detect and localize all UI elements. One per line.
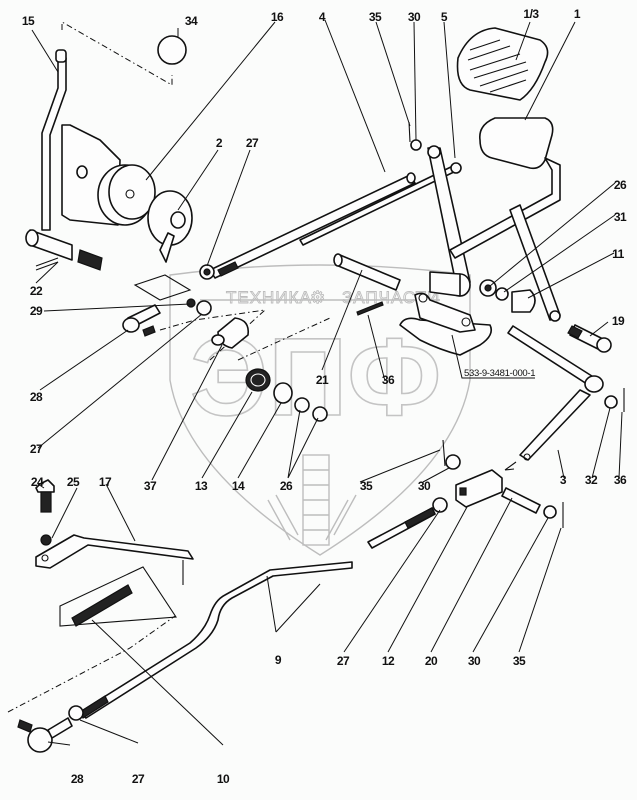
part-20-pin bbox=[501, 487, 541, 514]
part-1-3-pedal-pad bbox=[456, 27, 549, 101]
part-9-rod bbox=[79, 507, 436, 719]
callout-30: 30 bbox=[408, 10, 421, 24]
part-12-clevis bbox=[455, 469, 503, 508]
part-15-lever-rod bbox=[25, 49, 103, 271]
callout-36: 36 bbox=[614, 473, 627, 487]
callouts: 15 34 16 4 35 30 5 1/3 1 2 27 26 31 11 2… bbox=[22, 7, 628, 786]
part-17-bracket bbox=[35, 534, 194, 569]
callout-27: 27 bbox=[246, 136, 259, 150]
callout-36: 36 bbox=[382, 373, 395, 387]
callout-35: 35 bbox=[360, 479, 373, 493]
reference-number: 533-9-3481-000-1 bbox=[464, 368, 535, 379]
callout-31: 31 bbox=[614, 210, 627, 224]
watermark-shield-outline bbox=[169, 264, 471, 556]
reference-leader bbox=[451, 334, 535, 379]
callout-4: 4 bbox=[319, 10, 326, 24]
part-27-nut-b bbox=[196, 300, 212, 316]
part-34-cap bbox=[157, 35, 187, 65]
callout-2: 2 bbox=[216, 136, 223, 150]
callout-21: 21 bbox=[316, 373, 329, 387]
part-27-nut-d bbox=[68, 705, 84, 721]
callout-1-3: 1/3 bbox=[523, 7, 539, 21]
part-24-bolt bbox=[35, 479, 55, 513]
callout-32: 32 bbox=[585, 473, 598, 487]
watermark-text-left: ТЕХНИКА bbox=[226, 288, 312, 307]
callout-30: 30 bbox=[468, 654, 481, 668]
part-11-bushing bbox=[511, 289, 536, 313]
part-30-washer-a bbox=[410, 139, 422, 151]
callout-26: 26 bbox=[280, 479, 293, 493]
callout-35: 35 bbox=[513, 654, 526, 668]
part-28-ball-joint-a bbox=[122, 304, 161, 337]
callout-1: 1 bbox=[574, 7, 581, 21]
part-14-washer bbox=[273, 382, 293, 404]
part-4-rod bbox=[209, 174, 416, 279]
watermark-emblem-icon bbox=[267, 454, 357, 546]
callout-13: 13 bbox=[195, 479, 208, 493]
callout-11: 11 bbox=[612, 247, 625, 261]
part-32-washer bbox=[604, 395, 618, 409]
callout-12: 12 bbox=[382, 654, 395, 668]
callout-14: 14 bbox=[232, 479, 245, 493]
part-1-pedal bbox=[449, 117, 561, 259]
callout-19: 19 bbox=[612, 314, 625, 328]
callout-17: 17 bbox=[99, 475, 112, 489]
callout-20: 20 bbox=[425, 654, 438, 668]
callout-10: 10 bbox=[217, 772, 230, 786]
part-29-nut bbox=[186, 298, 196, 308]
callout-27: 27 bbox=[30, 442, 43, 456]
part-27-nut-c bbox=[432, 497, 448, 513]
hinge-bracket bbox=[399, 292, 493, 356]
callout-16: 16 bbox=[271, 10, 284, 24]
part-26-nut-c bbox=[312, 406, 328, 422]
callout-28: 28 bbox=[71, 772, 84, 786]
part-30-washer-c bbox=[543, 505, 557, 519]
callout-27: 27 bbox=[337, 654, 350, 668]
callout-28: 28 bbox=[30, 390, 43, 404]
watermark-gear-icon: ⚙ bbox=[310, 288, 326, 307]
part-28-ball-joint-b bbox=[17, 717, 73, 753]
callout-25: 25 bbox=[67, 475, 80, 489]
part-2-disc bbox=[147, 190, 193, 263]
arrow-marker bbox=[504, 461, 517, 471]
part-36-pin-a bbox=[356, 301, 384, 316]
part-21-shaft bbox=[335, 254, 401, 291]
part-22-cotter-pin bbox=[35, 257, 59, 271]
part-30-washer-b bbox=[445, 454, 461, 470]
leader-lines bbox=[31, 19, 623, 746]
callout-15: 15 bbox=[22, 14, 35, 28]
part-31-washer bbox=[495, 287, 509, 301]
callout-24: 24 bbox=[31, 475, 44, 489]
callout-5: 5 bbox=[441, 10, 448, 24]
part-25-washer bbox=[40, 534, 52, 546]
callout-30: 30 bbox=[418, 479, 431, 493]
part-10-spring bbox=[71, 584, 133, 627]
part-35-pin-a bbox=[408, 121, 411, 143]
callout-9: 9 bbox=[275, 653, 282, 667]
callout-29: 29 bbox=[30, 304, 43, 318]
callout-27: 27 bbox=[132, 772, 145, 786]
part-3-lever bbox=[507, 325, 604, 461]
callout-34: 34 bbox=[185, 14, 198, 28]
part-26-nut-b bbox=[294, 397, 310, 413]
part-37-spring-holder bbox=[211, 317, 250, 349]
part-35-pin-b bbox=[442, 439, 446, 467]
callout-22: 22 bbox=[30, 284, 43, 298]
callout-35: 35 bbox=[369, 10, 382, 24]
callout-26: 26 bbox=[614, 178, 627, 192]
watermark-text-right: ЗАПЧАСТИ bbox=[342, 288, 440, 307]
callout-3: 3 bbox=[560, 473, 567, 487]
callout-37: 37 bbox=[144, 479, 157, 493]
part-13-spring bbox=[245, 368, 271, 392]
part-16-disc bbox=[97, 164, 156, 226]
